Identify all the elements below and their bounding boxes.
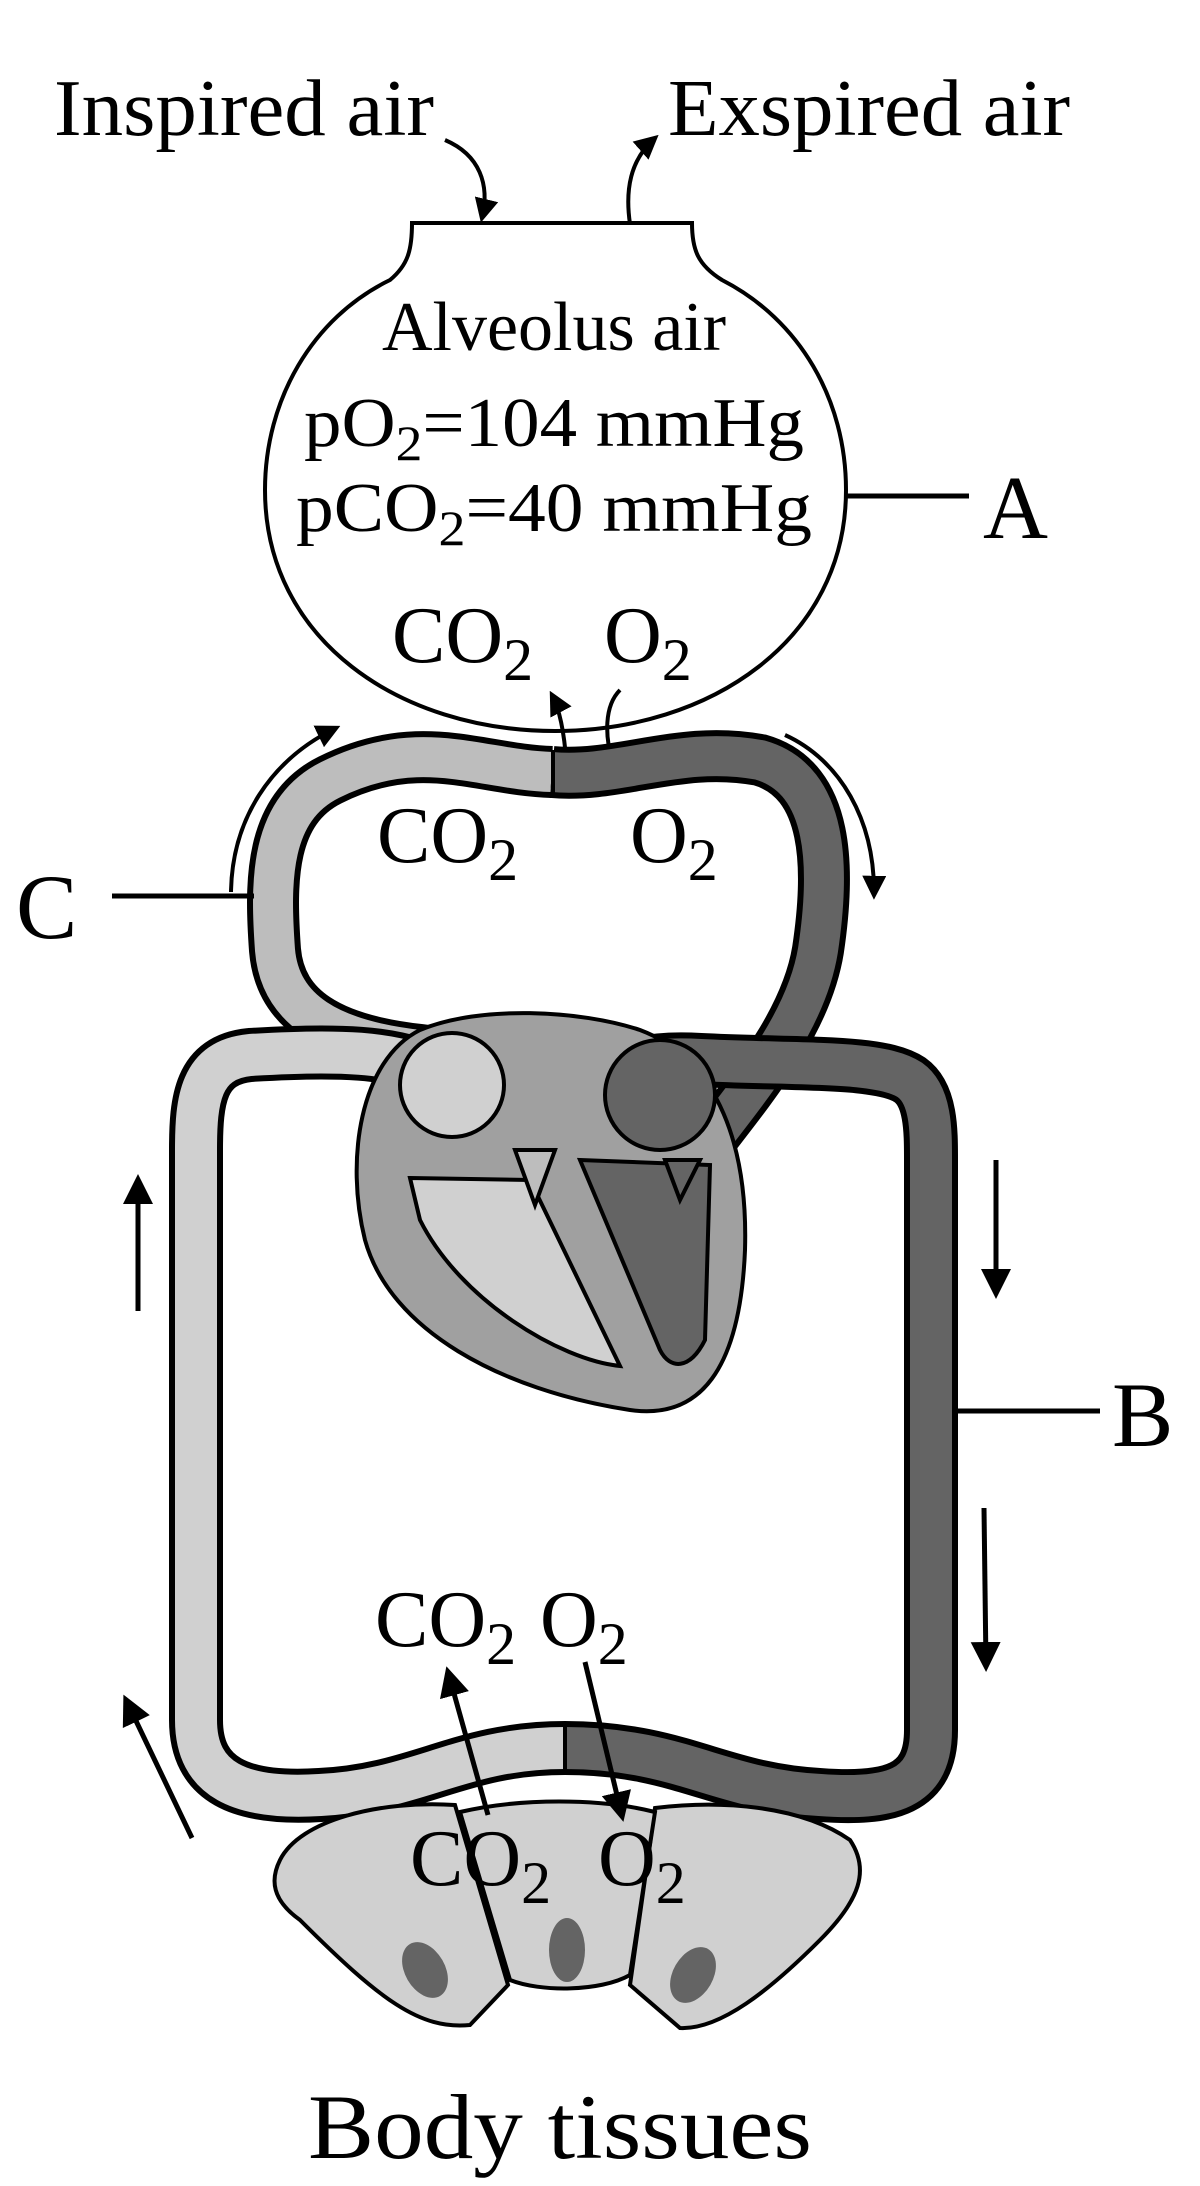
inspired-air-label: Inspired air: [54, 65, 434, 153]
middle-cell-nucleus: [549, 1918, 585, 1982]
right-ventricle: [407, 1175, 624, 1369]
inspired-arrow: [444, 138, 499, 223]
co2-from-tissue-arrow: [440, 1666, 491, 1816]
vena-cava: [169, 1025, 566, 1823]
left-cell-nucleus: [402, 1942, 448, 1998]
tissue-o2: O2: [598, 1815, 686, 1916]
middle-cell: [457, 1799, 658, 1991]
flow-arrow-diagonal: [122, 1694, 195, 1840]
right-cell: [627, 1802, 862, 2031]
o2-to-tissue-arrow: [582, 1661, 631, 1822]
left-cell: [272, 1802, 511, 2028]
alveolus-o2: O2: [604, 592, 692, 693]
left-ventricle: [576, 1157, 713, 1366]
body-tissue-cells: [272, 1799, 862, 2031]
tissue-capillary-co2: CO2: [375, 1576, 516, 1677]
right-atrium: [398, 1031, 506, 1139]
lung-capillary-co2: CO2: [377, 792, 518, 893]
label-a: A: [983, 459, 1048, 558]
tissue-co2: CO2: [410, 1815, 551, 1916]
flow-arrow-up-left: [229, 725, 341, 893]
right-cell-nucleus: [670, 1947, 716, 2003]
label-b: B: [1112, 1364, 1173, 1466]
flow-arrow-down-right: [784, 733, 887, 900]
expired-air-label: Exspired air: [668, 65, 1070, 153]
flow-arrow-down-2: [970, 1507, 1001, 1672]
alveolus-title: Alveolus air: [382, 289, 726, 366]
body-tissues-label: Body tissues: [308, 2076, 812, 2178]
heart: [354, 1011, 748, 1414]
label-c: C: [16, 856, 77, 958]
alveolus-co2: CO2: [392, 592, 533, 693]
left-atrium: [603, 1038, 717, 1152]
tissue-capillary-o2: O2: [540, 1576, 628, 1677]
expired-arrow: [626, 134, 659, 225]
lung-capillary-o2: O2: [630, 792, 718, 893]
alveolus: [262, 221, 849, 734]
